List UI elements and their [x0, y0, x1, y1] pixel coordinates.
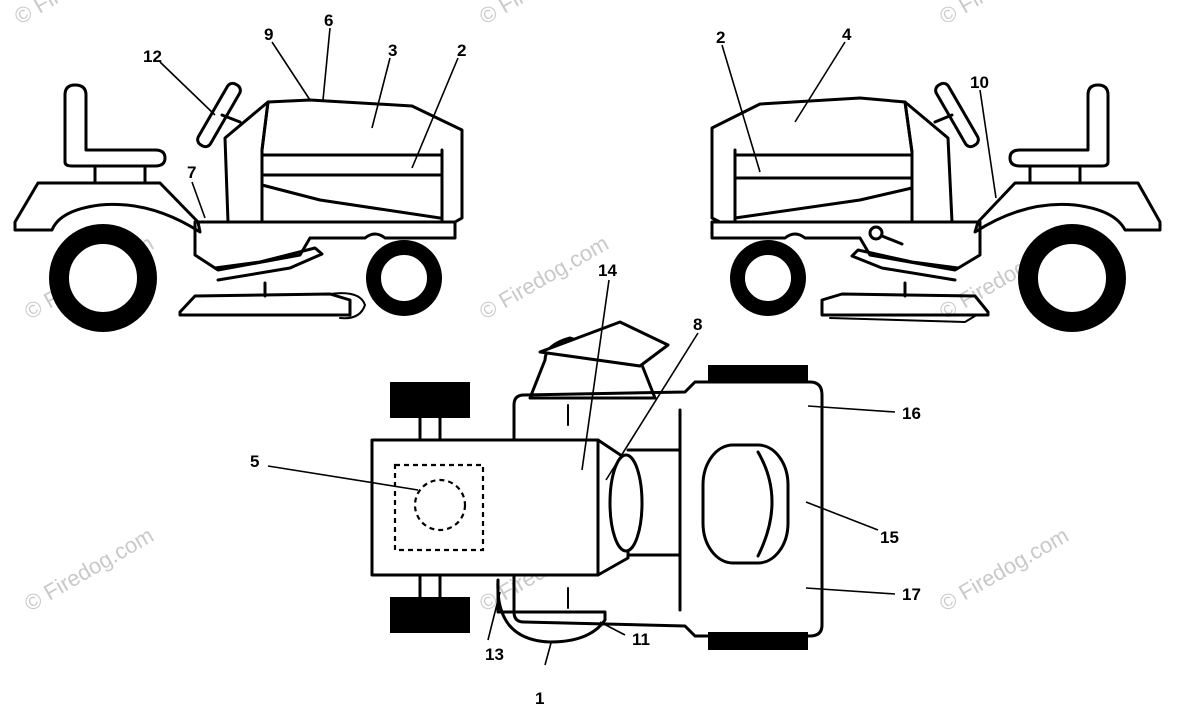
watermark-text: © Firedog.com [935, 522, 1073, 616]
callout-5: 5 [250, 452, 259, 471]
leader-lines [159, 27, 997, 666]
callout-16: 16 [902, 404, 921, 423]
watermark-text: © Firedog.com [10, 0, 148, 29]
callout-17: 17 [902, 585, 921, 604]
front-tire [390, 382, 470, 418]
watermark-text: © Firedog.com [475, 230, 613, 324]
callout-7: 7 [187, 163, 196, 182]
callout-numbers: 12 9 6 3 2 7 2 4 10 14 8 5 16 15 17 11 1… [143, 11, 989, 708]
callout-4: 4 [842, 25, 852, 44]
callout-15: 15 [880, 528, 899, 547]
callout-1: 1 [535, 689, 544, 708]
callout-14: 14 [598, 261, 617, 280]
callout-12: 12 [143, 47, 162, 66]
callout-13: 13 [485, 645, 504, 664]
callout-2: 2 [457, 41, 466, 60]
callout-6: 6 [324, 11, 333, 30]
watermark-text: © Firedog.com [475, 0, 613, 29]
tractor-right-side-view [710, 81, 1162, 332]
tractor-top-view [370, 320, 824, 650]
callout-9: 9 [264, 25, 273, 44]
watermark-text: © Firedog.com [20, 522, 158, 616]
callout-3: 3 [388, 41, 397, 60]
callout-10: 10 [970, 73, 989, 92]
tractor-left-side-view [13, 81, 464, 332]
callout-2: 2 [716, 28, 725, 47]
watermark-text: © Firedog.com [935, 0, 1073, 29]
rear-tire [708, 365, 808, 383]
callout-8: 8 [693, 315, 702, 334]
callout-11: 11 [632, 630, 650, 649]
front-tire [390, 597, 470, 633]
